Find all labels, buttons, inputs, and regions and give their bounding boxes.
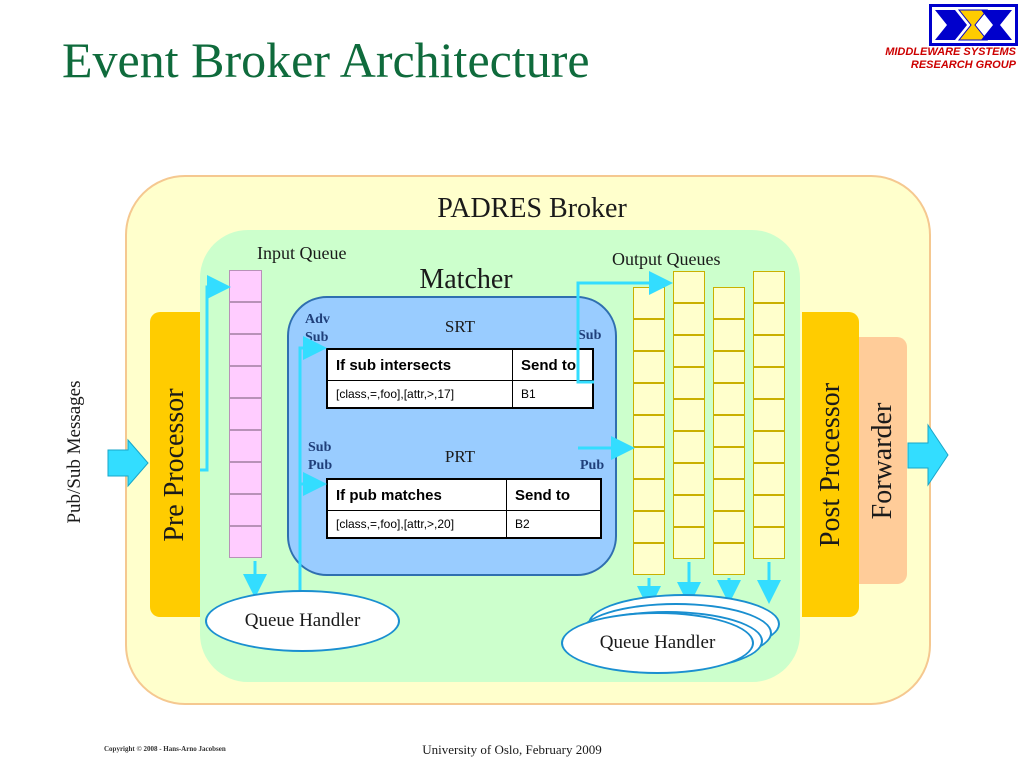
output-queue-1 — [633, 287, 665, 575]
pub-label: Pub — [308, 458, 333, 473]
queue-slot — [229, 302, 262, 334]
queue-slot — [633, 415, 665, 447]
venue-footer: University of Oslo, February 2009 — [422, 742, 602, 757]
srt-row-sendto: B1 — [512, 380, 594, 409]
queue-slot — [753, 367, 785, 399]
queue-slot — [229, 462, 262, 494]
queue-slot — [753, 271, 785, 303]
queue-slot — [229, 398, 262, 430]
pub-out-label: Pub — [580, 458, 605, 473]
queue-slot — [633, 479, 665, 511]
queue-slot — [753, 303, 785, 335]
queue-slot — [713, 351, 745, 383]
queue-slot — [713, 447, 745, 479]
broker-label: PADRES Broker — [437, 193, 627, 224]
queue-slot — [713, 287, 745, 319]
matcher-label: Matcher — [419, 264, 513, 295]
slide-title: Event Broker Architecture — [62, 32, 590, 88]
prt-label: PRT — [444, 447, 476, 466]
prt-row-sendto: B2 — [506, 510, 602, 539]
queue-slot — [673, 335, 705, 367]
msrg-logo-icon — [929, 4, 1018, 46]
queue-slot — [633, 383, 665, 415]
queue-slot — [633, 319, 665, 351]
logo-line-2: RESEARCH GROUP — [910, 59, 1016, 71]
post-processor: Post Processor — [802, 312, 859, 617]
srt-header-condition: If sub intersects — [326, 348, 513, 381]
output-queue-3 — [713, 287, 745, 575]
queue-slot — [713, 479, 745, 511]
queue-slot — [633, 543, 665, 575]
srt-label: SRT — [444, 317, 476, 336]
queue-slot — [713, 319, 745, 351]
queue-slot — [673, 495, 705, 527]
queue-slot — [673, 527, 705, 559]
queue-slot — [673, 271, 705, 303]
output-queue-handler: Queue Handler — [561, 612, 754, 674]
output-queue-handler-label: Queue Handler — [599, 632, 716, 653]
queue-slot — [753, 431, 785, 463]
sub-label-2: Sub — [308, 440, 332, 455]
queue-slot — [229, 430, 262, 462]
queue-slot — [229, 494, 262, 526]
adv-label: Adv — [305, 312, 330, 327]
queue-slot — [633, 511, 665, 543]
queue-slot — [753, 399, 785, 431]
queue-slot — [229, 526, 262, 558]
queue-slot — [673, 367, 705, 399]
queue-slot — [753, 463, 785, 495]
prt-header-condition: If pub matches — [326, 478, 507, 511]
queue-slot — [229, 366, 262, 398]
forwarder: Forwarder — [859, 337, 907, 584]
input-queue-label: Input Queue — [257, 243, 347, 263]
queue-slot — [713, 383, 745, 415]
sub-pub-label: Sub Pub — [308, 439, 332, 475]
input-queue-handler-label: Queue Handler — [244, 610, 361, 631]
incoming-arrow-icon — [107, 438, 149, 488]
input-queue-handler: Queue Handler — [205, 590, 400, 652]
queue-slot — [713, 415, 745, 447]
srt-table: If sub intersects Send to [class,=,foo],… — [326, 348, 594, 409]
srt-row-condition: [class,=,foo],[attr,>,17] — [326, 380, 513, 409]
queue-slot — [673, 463, 705, 495]
output-queues-label: Output Queues — [612, 249, 721, 269]
queue-slot — [229, 334, 262, 366]
prt-table: If pub matches Send to [class,=,foo],[at… — [326, 478, 602, 539]
queue-slot — [633, 447, 665, 479]
queue-slot — [753, 495, 785, 527]
queue-slot — [753, 527, 785, 559]
queue-slot — [713, 543, 745, 575]
queue-slot — [673, 431, 705, 463]
logo-line-1: MIDDLEWARE SYSTEMS — [885, 46, 1016, 58]
prt-table-header: If pub matches Send to — [326, 478, 602, 511]
logo-text: MIDDLEWARE SYSTEMS RESEARCH GROUP — [885, 46, 1016, 72]
output-queue-4 — [753, 271, 785, 559]
outgoing-arrow-icon — [907, 423, 949, 487]
queue-slot — [713, 511, 745, 543]
copyright-footer: Copyright © 2008 - Hans-Arno Jacobsen — [104, 745, 226, 753]
queue-slot — [673, 303, 705, 335]
srt-header-sendto: Send to — [512, 348, 594, 381]
queue-slot — [753, 335, 785, 367]
prt-header-sendto: Send to — [506, 478, 602, 511]
prt-row-condition: [class,=,foo],[attr,>,20] — [326, 510, 507, 539]
srt-table-row: [class,=,foo],[attr,>,17] B1 — [326, 380, 594, 409]
input-queue — [229, 270, 262, 558]
queue-slot — [673, 399, 705, 431]
queue-slot — [633, 351, 665, 383]
prt-table-row: [class,=,foo],[attr,>,20] B2 — [326, 510, 602, 539]
output-queue-2 — [673, 271, 705, 559]
sub-out-label: Sub — [578, 328, 602, 343]
srt-table-header: If sub intersects Send to — [326, 348, 594, 381]
pre-processor: Pre Processor — [150, 312, 200, 617]
